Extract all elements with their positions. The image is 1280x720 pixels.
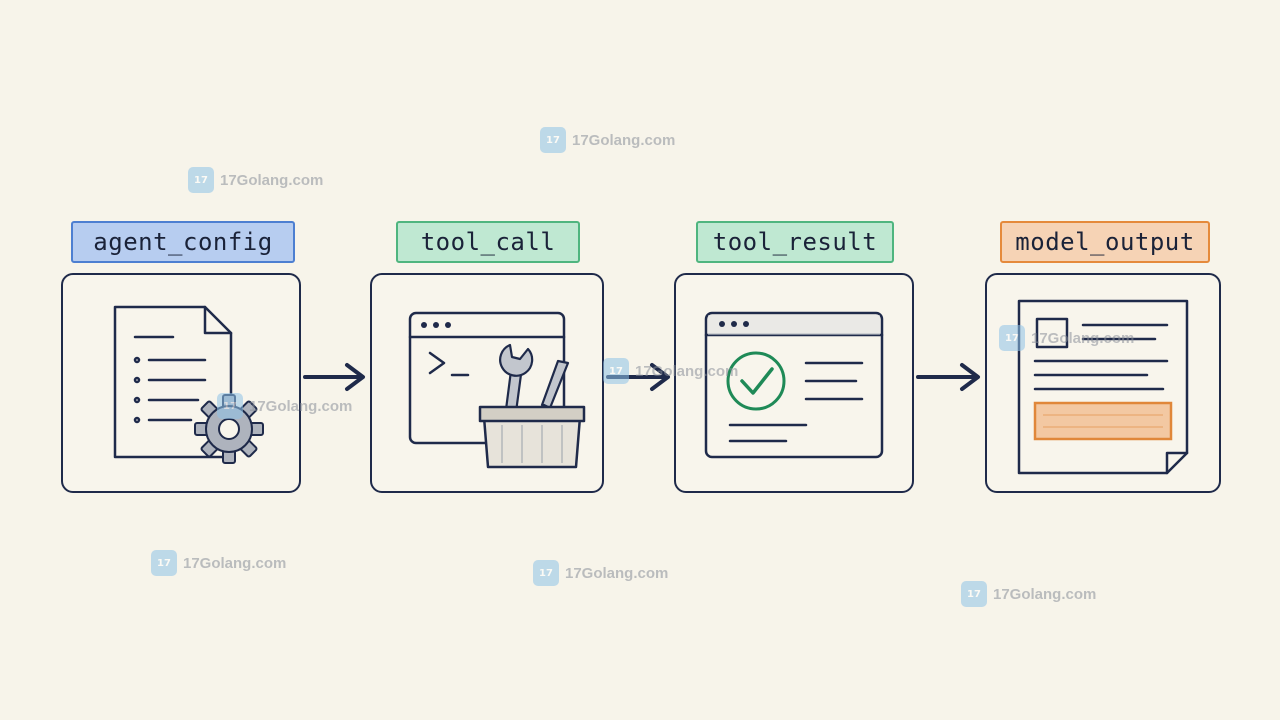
step-label-model-output: model_output [1000,221,1210,263]
step-label-agent-config: agent_config [71,221,295,263]
step-card-tool-result [674,273,914,493]
step-label-tool-result: tool_result [696,221,894,263]
document-output-icon [1017,299,1189,475]
document-gear-icon [113,305,264,464]
watermark: 17 17Golang.com [603,358,738,384]
watermark: 17 17Golang.com [961,581,1096,607]
step-label-tool-call: tool_call [396,221,580,263]
arrow-right-icon [303,363,365,391]
watermark: 17 17Golang.com [533,560,668,586]
step-card-agent-config [61,273,301,493]
watermark: 17 17Golang.com [188,167,323,193]
watermark-logo-icon: 17 [188,167,214,193]
watermark-logo-icon: 17 [151,550,177,576]
watermark-logo-icon: 17 [961,581,987,607]
watermark-logo-icon: 17 [540,127,566,153]
watermark-logo-icon: 17 [217,393,243,419]
watermark-logo-icon: 17 [533,560,559,586]
watermark: 17 17Golang.com [540,127,675,153]
step-card-tool-call [370,273,604,493]
watermark-logo-icon: 17 [999,325,1025,351]
watermark-logo-icon: 17 [603,358,629,384]
browser-checkmark-icon [704,311,884,459]
watermark: 17 17Golang.com [151,550,286,576]
watermark: 17 17Golang.com [999,325,1134,351]
arrow-right-icon [916,363,980,391]
terminal-toolbox-icon [408,311,586,469]
step-card-model-output [985,273,1221,493]
watermark: 17 17Golang.com [217,393,352,419]
